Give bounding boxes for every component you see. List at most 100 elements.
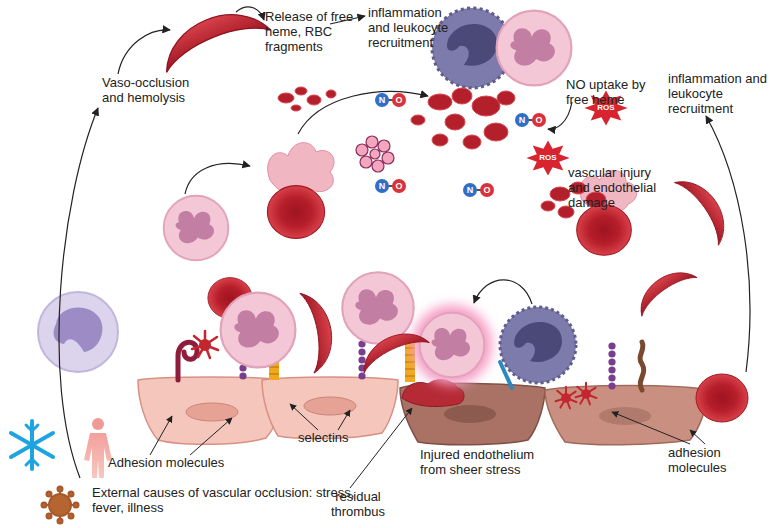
heme-fragments — [550, 187, 570, 201]
leader-line — [690, 430, 705, 444]
neutrophil — [497, 11, 572, 86]
endothelial-cell — [186, 403, 238, 421]
sickle-cell — [355, 323, 429, 373]
ros-label: ROS — [532, 152, 564, 164]
atom-symbol: N — [515, 113, 529, 127]
leader-line — [190, 418, 232, 455]
process-arrow — [59, 108, 98, 478]
heme-fragments — [411, 115, 425, 125]
process-arrow — [59, 7, 750, 478]
leader-line — [150, 416, 172, 455]
no-molecule — [480, 183, 494, 197]
no-molecule — [532, 113, 546, 127]
no-molecule — [375, 93, 406, 107]
heme-fragments — [432, 134, 448, 146]
heme-lattice — [366, 136, 378, 148]
process-arrow — [474, 280, 532, 304]
heme-fragments — [463, 135, 481, 149]
heme-fragments — [497, 91, 515, 105]
process-label: Vaso-occlusion and hemolysis — [102, 76, 190, 106]
sickle-cell — [154, 0, 271, 72]
heme-fragments — [295, 87, 307, 95]
snowflake-icon — [26, 425, 38, 465]
heme-lattice — [360, 156, 372, 168]
note-label: External causes of vascular occlusion: s… — [92, 486, 372, 516]
heme-fragments — [541, 201, 555, 211]
process-arrow — [185, 164, 250, 194]
heme-fragments — [472, 96, 500, 116]
no-molecule — [392, 179, 406, 193]
virus-icon — [74, 503, 79, 508]
neutrophil — [164, 196, 229, 261]
bursting-red-blood-cell — [267, 186, 324, 239]
part-label: selectins — [298, 431, 378, 446]
injured-endothelial-cell — [444, 405, 496, 423]
virus-icon — [69, 492, 74, 497]
no-molecule — [392, 93, 406, 107]
injured-endothelial-cell — [545, 386, 708, 445]
virus-icon — [42, 503, 47, 508]
sickle-cell — [674, 169, 737, 245]
leader-line — [612, 412, 690, 444]
heme-fragments — [278, 93, 294, 103]
virus-icon — [58, 487, 63, 492]
no-molecule — [515, 113, 529, 127]
process-arrow — [236, 7, 264, 20]
atom-symbol: N — [463, 183, 477, 197]
process-label: Release of free heme, RBC fragments — [265, 10, 373, 55]
leader-line — [290, 404, 318, 430]
monocyte — [500, 307, 576, 383]
part-label: adhesion molecules — [668, 446, 752, 476]
bursting-red-blood-cell — [577, 205, 632, 255]
injured-endothelial-cell — [599, 407, 651, 425]
process-arrow — [298, 92, 428, 134]
endothelial-cell — [262, 377, 398, 439]
heme-lattice — [382, 152, 394, 164]
snowflake-icon — [11, 433, 53, 457]
heme-lattice — [370, 149, 380, 159]
sickle-cell — [300, 289, 338, 373]
endothelial-cell — [262, 377, 398, 439]
heme-fragments — [278, 87, 606, 218]
heme-fragments — [291, 105, 301, 111]
no-molecule — [375, 179, 389, 193]
adhesion-molecule — [576, 383, 597, 405]
heme-fragments — [484, 123, 508, 141]
red-blood-cell — [696, 374, 748, 422]
person-icon — [84, 433, 112, 478]
ros-label: ROS — [590, 102, 622, 114]
ros-burst — [526, 140, 569, 175]
activation-glow — [412, 305, 492, 385]
atom-symbol: O — [532, 113, 546, 127]
virus-icon — [49, 494, 71, 516]
neutrophil — [342, 272, 413, 343]
no-molecule — [463, 183, 477, 197]
heme-fragments — [307, 95, 321, 105]
heme-lattice — [378, 140, 390, 152]
virus-icon — [47, 492, 52, 497]
process-label: inflammation and leukocyte recruitment — [368, 6, 463, 51]
virus-icon — [58, 519, 63, 524]
process-label: inflammation and leukocyte recruitment — [668, 72, 768, 117]
virus-icon — [69, 514, 74, 519]
atom-symbol: N — [375, 179, 389, 193]
heme-fragments — [428, 94, 452, 110]
no-molecule — [463, 183, 494, 197]
activated-neutrophil — [420, 313, 485, 378]
leader-line — [350, 408, 412, 488]
heme-fragments — [452, 88, 472, 104]
virus-icon — [47, 514, 52, 519]
heme-fragments — [326, 90, 336, 98]
atom-symbol: N — [375, 93, 389, 107]
adhesion-molecule — [556, 387, 577, 409]
leader-line — [338, 410, 350, 430]
injured-endothelial-cell — [545, 386, 708, 445]
no-molecule — [515, 113, 546, 127]
leader-line — [150, 404, 705, 488]
snowflake-icon — [11, 421, 53, 469]
no-molecule — [375, 93, 389, 107]
part-label: Adhesion molecules — [108, 456, 248, 471]
process-label: vascular injury and endothelial damage — [568, 166, 668, 211]
